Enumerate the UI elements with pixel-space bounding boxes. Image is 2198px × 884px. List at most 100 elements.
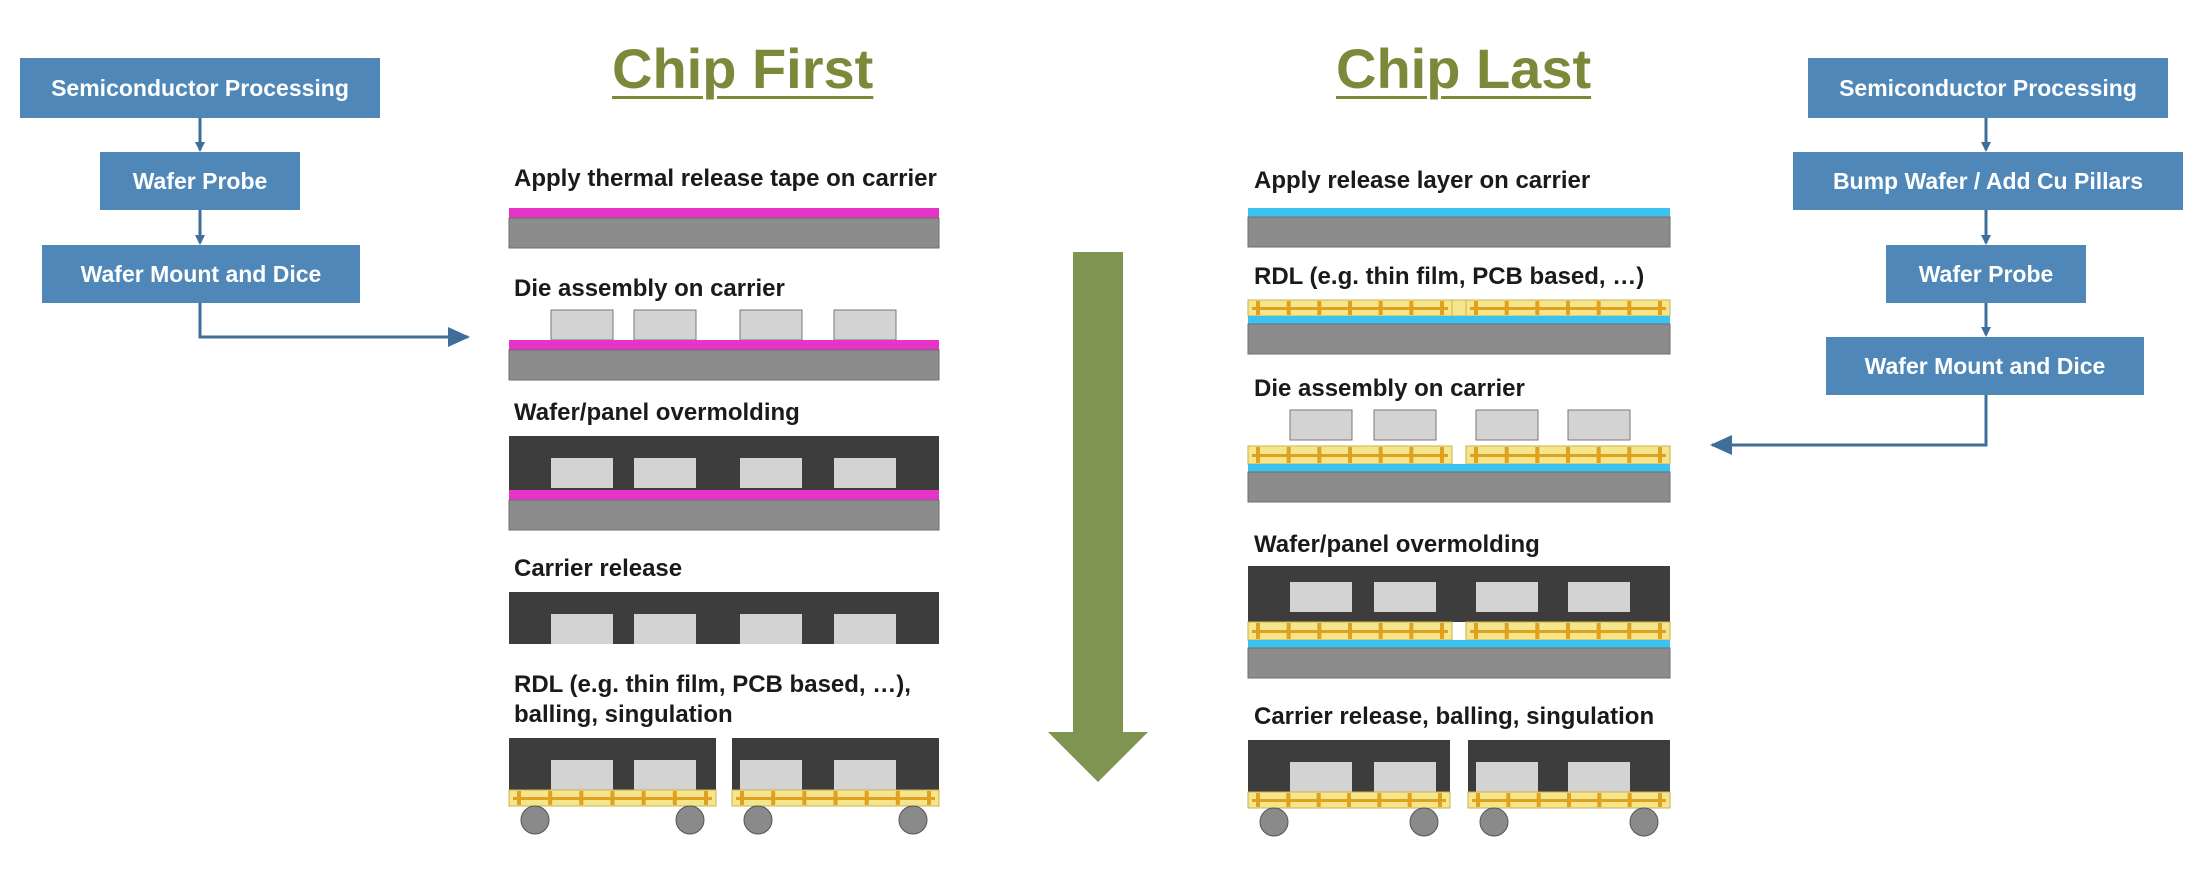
cf5-package-b-rdl-via [864,791,869,805]
cl2-release-layer [1248,316,1670,324]
cf3-die [834,458,896,488]
cf5-package-b-rdl-via [802,791,807,805]
chip-last-step-5-label: Carrier release, balling, singulation [1254,703,1655,730]
cl3-left-rdl-via [1256,447,1260,463]
cf2-die [633,309,697,341]
cl3-left-rdl-via [1286,447,1291,463]
cf1-thermal-release-tape [509,208,939,218]
cl2-right-rdl-via [1627,301,1632,315]
chip-first-step-5-label-line2: balling, singulation [514,701,733,728]
cl2-right-rdl-via [1504,301,1509,315]
cl4-die [1568,582,1630,612]
cl3-right-rdl-via [1535,447,1540,463]
cl5-package-a-solder-ball [1259,807,1289,837]
cl2-left-rdl-via [1348,301,1352,315]
cf5-package-a-rdl-via [704,791,708,805]
chip-first-step-2-label: Die assembly on carrier [514,275,785,302]
cl3-die [1373,409,1437,441]
cl3-die [1289,409,1353,441]
cf2-die [833,309,897,341]
cl3-right-rdl-via [1474,447,1478,463]
cl4-left-rdl-via [1440,623,1444,639]
cf5-package-a-rdl-via [672,791,677,805]
cl5-package-b-rdl-via [1567,793,1571,807]
cl5-package-b-rdl-via [1536,793,1541,807]
cl5-package-b-solder-ball [1629,807,1659,837]
cl5-package-a-die [1374,762,1436,792]
chip-last-title: Chip Last [1336,37,1592,100]
flow-box-label: Semiconductor Processing [1839,74,2137,101]
chip-first-step-5-label: RDL (e.g. thin film, PCB based, …), [514,671,911,698]
cl2-left-rdl-via [1409,301,1414,315]
cl4-right-rdl-via [1566,623,1570,639]
left-flow-semiconductor-processing: Semiconductor Processing [20,58,380,118]
process-direction-arrow-shaft [1073,252,1123,734]
chip-first-step-3-label: Wafer/panel overmolding [514,399,800,426]
cf4-die [834,614,896,644]
cl4-right-rdl-via [1504,623,1509,639]
cf5-package-a-die [551,760,613,790]
cf5-package-b-solder-ball [743,805,773,835]
cl4-die [1290,582,1352,612]
right-flow-bump-wafer: Bump Wafer / Add Cu Pillars [1793,152,2183,210]
flow-box-label: Wafer Mount and Dice [80,260,322,287]
cl3-right-rdl-via [1627,447,1632,463]
cf3-die [740,458,802,488]
cl5-package-b-solder-ball [1479,807,1509,837]
cl3-right-rdl-via [1504,447,1509,463]
left-flow-to-chip-first-arrow [198,303,470,347]
cl5-package-a-rdl-via [1347,793,1351,807]
cl3-die [1567,409,1631,441]
chip-last-step-2-label: RDL (e.g. thin film, PCB based, …) [1254,263,1645,290]
cl4-left-rdl-via [1378,623,1383,639]
cf5-package-a-rdl-via [517,791,521,805]
flow-box-label: Wafer Probe [132,167,268,194]
cl4-right-rdl-via [1474,623,1478,639]
left-flow-wafer-probe: Wafer Probe [100,152,300,210]
cl3-left-rdl-via [1348,447,1352,463]
cl5-package-a-rdl-via [1316,793,1321,807]
cl4-left-rdl-via [1348,623,1352,639]
cf5-package-b-solder-ball [898,805,928,835]
cl4-left-rdl-via [1317,623,1322,639]
cl5-package-a-rdl-via [1286,793,1291,807]
cf3-die [634,458,696,488]
cl4-right-rdl-via [1658,623,1662,639]
cl4-release-layer [1248,640,1670,648]
right-flow-wafer-probe: Wafer Probe [1886,245,2086,303]
cl5-package-b-rdl-via [1627,793,1632,807]
cf5-package-b-die [834,760,896,790]
cl4-die [1374,582,1436,612]
chip-first-step-1-label: Apply thermal release tape on carrier [514,165,937,192]
cl5-package-a-die [1290,762,1352,792]
chip-first-step-4-label: Carrier release [514,555,683,582]
cl2-left-rdl-via [1378,301,1383,315]
cf5-package-a-rdl-via [610,791,615,805]
cl5-package-b-rdl-via [1597,793,1602,807]
cl5-package-a-rdl-via [1438,793,1442,807]
cf5-package-a-rdl-via [641,791,646,805]
cf2-thermal-release-tape [509,340,939,350]
cl4-left-rdl-via [1256,623,1260,639]
cl2-left-rdl-via [1440,301,1444,315]
cl3-right-rdl-via [1596,447,1601,463]
cl4-carrier [1247,647,1671,679]
cl2-carrier [1247,323,1671,355]
cf3-die [551,458,613,488]
cl5-package-b-die [1476,762,1538,792]
cl5-package-b-rdl-via [1506,793,1511,807]
process-direction-arrow-head [1048,732,1148,782]
cl2-right-rdl-via [1474,301,1478,315]
cf2-carrier [508,349,940,381]
cf3-carrier [508,499,940,531]
chip-first-title: Chip First [612,37,874,100]
flow-box-label: Wafer Mount and Dice [1864,352,2106,379]
cl5-package-a-solder-ball [1409,807,1439,837]
cl5-package-b-die [1568,762,1630,792]
cl3-carrier [1247,471,1671,503]
cl4-die [1476,582,1538,612]
cl3-right-rdl-via [1658,447,1662,463]
cf5-package-a-solder-ball [675,805,705,835]
cl5-package-b-rdl-via [1476,793,1480,807]
